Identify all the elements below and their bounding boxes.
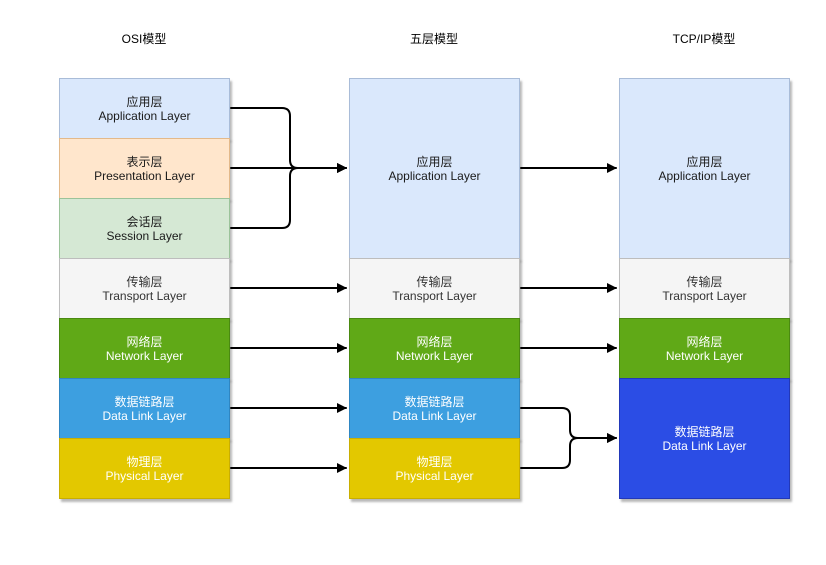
layer-name-zh: 网络层 [686,334,723,349]
arrow-osi-session-to-five-application [230,163,347,229]
layer-name-zh: 会话层 [126,214,163,229]
layer-name-zh: 表示层 [126,154,163,169]
five-network-layer: 网络层 Network Layer [349,318,520,379]
layer-name-zh: 网络层 [126,334,163,349]
tcpip-application-layer: 应用层 Application Layer [619,78,790,259]
five-application-layer: 应用层 Application Layer [349,78,520,259]
layer-name-en: Application Layer [388,168,481,183]
arrow-osi-application-to-five-application [230,107,347,173]
layer-name-zh: 应用层 [126,94,163,109]
layer-name-en: Transport Layer [392,288,477,303]
layer-name-zh: 应用层 [686,154,723,169]
layer-name-en: Transport Layer [662,288,747,303]
osi-session-layer: 会话层 Session Layer [59,198,230,259]
layer-name-en: Network Layer [105,348,184,363]
layer-name-zh: 数据链路层 [674,424,735,439]
layer-name-en: Transport Layer [102,288,187,303]
layer-name-en: Physical Layer [395,468,474,483]
layer-name-zh: 数据链路层 [404,394,465,409]
osi-physical-layer: 物理层 Physical Layer [59,438,230,499]
tcpip-model-title: TCP/IP模型 [672,32,736,46]
layer-name-en: Presentation Layer [94,168,195,183]
layer-name-en: Network Layer [665,348,744,363]
layer-name-en: Data Link Layer [392,408,477,423]
layer-name-en: Application Layer [658,168,751,183]
five-transport-layer: 传输层 Transport Layer [349,258,520,319]
arrow-five-physical-to-tcpip-data-link [520,433,617,469]
layer-name-zh: 物理层 [126,454,163,469]
osi-model-title: OSI模型 [121,32,167,46]
five-physical-layer: 物理层 Physical Layer [349,438,520,499]
tcpip-data-link-layer: 数据链路层 Data Link Layer [619,378,790,499]
osi-network-layer: 网络层 Network Layer [59,318,230,379]
layer-name-en: Application Layer [98,108,191,123]
layer-name-en: Data Link Layer [102,408,187,423]
five-layer-model-title: 五层模型 [409,32,458,46]
layer-name-en: Network Layer [395,348,474,363]
layer-name-zh: 传输层 [686,274,723,289]
layer-name-zh: 物理层 [416,454,453,469]
layer-name-zh: 传输层 [126,274,163,289]
layer-name-en: Physical Layer [105,468,184,483]
layer-name-zh: 数据链路层 [114,394,175,409]
arrow-five-data-link-to-tcpip-data-link [520,407,617,443]
layer-name-zh: 网络层 [416,334,453,349]
five-data-link-layer: 数据链路层 Data Link Layer [349,378,520,439]
osi-data-link-layer: 数据链路层 Data Link Layer [59,378,230,439]
osi-application-layer: 应用层 Application Layer [59,78,230,139]
osi-transport-layer: 传输层 Transport Layer [59,258,230,319]
osi-presentation-layer: 表示层 Presentation Layer [59,138,230,199]
layer-name-zh: 传输层 [416,274,453,289]
tcpip-transport-layer: 传输层 Transport Layer [619,258,790,319]
layer-name-en: Data Link Layer [662,438,747,453]
layer-name-en: Session Layer [106,228,183,243]
layer-name-zh: 应用层 [416,154,453,169]
tcpip-network-layer: 网络层 Network Layer [619,318,790,379]
